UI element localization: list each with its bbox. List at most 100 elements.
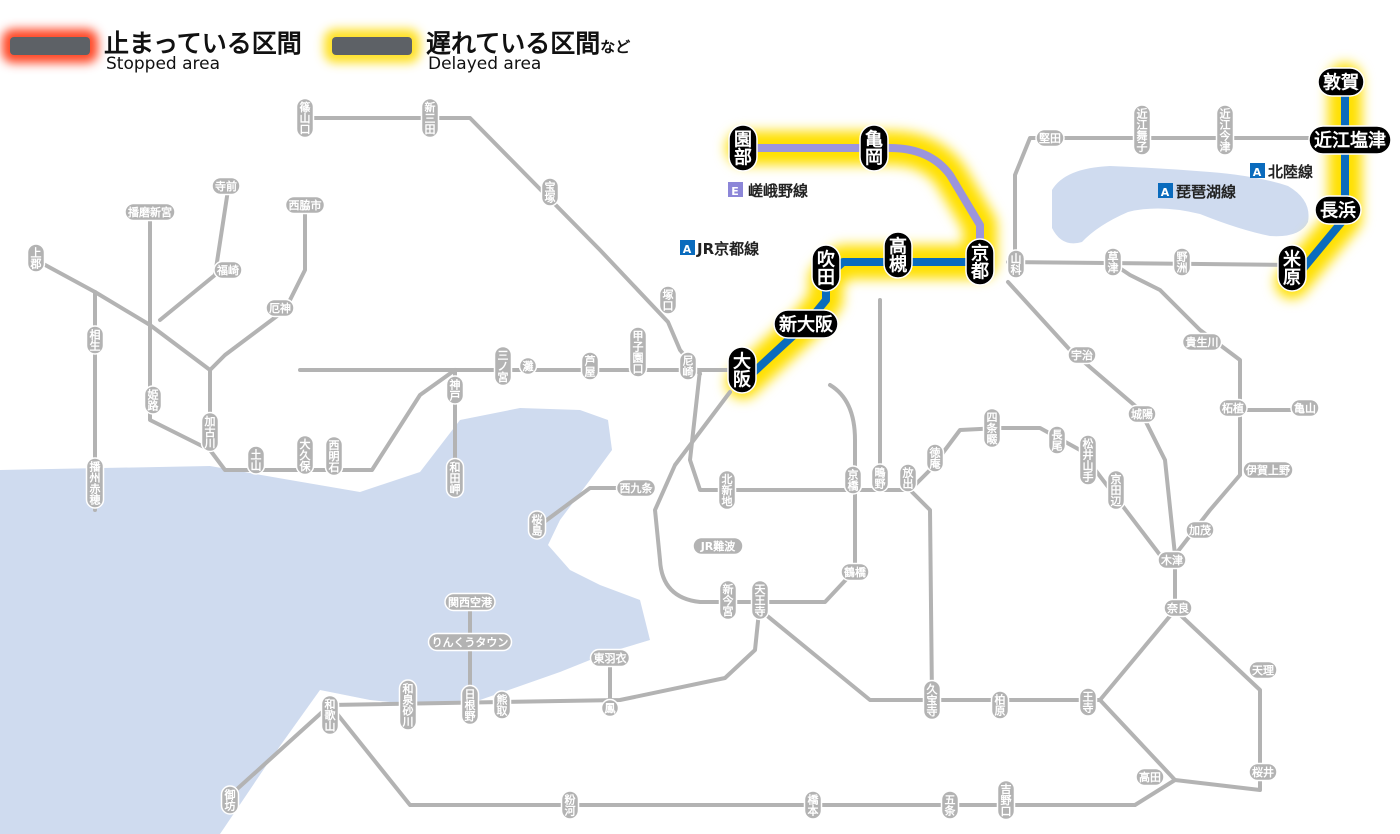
svg-text:屋: 屋 xyxy=(585,365,596,378)
svg-text:保: 保 xyxy=(299,459,312,473)
station-sonobe: 園部 xyxy=(728,124,758,172)
stopped-swatch xyxy=(10,37,90,55)
svg-text:山: 山 xyxy=(325,719,336,733)
station-aioi: 相生 xyxy=(85,325,105,355)
svg-text:東羽衣: 東羽衣 xyxy=(594,651,628,665)
svg-text:宝: 宝 xyxy=(927,693,938,707)
svg-text:天理: 天理 xyxy=(1252,664,1274,677)
legend-stopped-label-ja: 止まっている区間 xyxy=(104,29,302,58)
line-label-kyoto: A JR京都線 xyxy=(680,240,759,258)
svg-text:新: 新 xyxy=(723,582,734,596)
svg-text:長浜: 長浜 xyxy=(1320,200,1356,221)
svg-text:御: 御 xyxy=(224,787,236,801)
station-tokuan: 徳庵 xyxy=(925,443,945,473)
svg-text:米: 米 xyxy=(1283,248,1302,270)
station-gobo: 御坊 xyxy=(220,785,240,815)
station-teramae: 寺前 xyxy=(211,176,241,196)
svg-text:柏: 柏 xyxy=(995,692,1006,706)
svg-text:津: 津 xyxy=(1220,139,1231,153)
svg-text:田: 田 xyxy=(425,123,436,136)
delayed-swatch xyxy=(332,37,412,55)
svg-text:西: 西 xyxy=(329,439,340,452)
station-shinsanda: 新三田 xyxy=(420,97,440,139)
svg-text:寺: 寺 xyxy=(927,704,938,718)
station-nada: 灘 xyxy=(518,356,538,376)
svg-text:伊賀上野: 伊賀上野 xyxy=(1245,463,1290,477)
gray-lines xyxy=(34,116,1322,807)
svg-text:今: 今 xyxy=(1219,128,1232,142)
svg-text:口: 口 xyxy=(633,362,644,375)
svg-text:京: 京 xyxy=(971,242,989,264)
station-takada: 高田 xyxy=(1135,767,1165,787)
svg-text:吹: 吹 xyxy=(817,248,836,270)
svg-text:岬: 岬 xyxy=(450,482,461,496)
svg-text:川: 川 xyxy=(204,437,216,450)
station-nagahama: 長浜 xyxy=(1314,195,1362,225)
svg-text:北: 北 xyxy=(722,472,733,486)
line-label-hokuriku: A 北陸線 xyxy=(1250,163,1313,181)
svg-text:草: 草 xyxy=(1108,249,1119,263)
svg-text:三: 三 xyxy=(425,112,436,125)
svg-text:都: 都 xyxy=(970,261,989,282)
svg-text:戸: 戸 xyxy=(450,389,461,402)
svg-text:舞: 舞 xyxy=(1137,128,1148,142)
svg-text:橋: 橋 xyxy=(848,478,860,492)
svg-text:五: 五 xyxy=(945,793,956,806)
svg-text:郡: 郡 xyxy=(30,257,42,270)
svg-text:田: 田 xyxy=(450,472,461,485)
svg-text:近: 近 xyxy=(1220,106,1231,120)
svg-text:石: 石 xyxy=(328,461,340,474)
svg-text:野: 野 xyxy=(465,710,476,723)
svg-text:原: 原 xyxy=(1283,267,1301,288)
svg-text:桜井: 桜井 xyxy=(1252,765,1274,779)
station-harimashingu: 播磨新宮 xyxy=(124,202,176,222)
svg-text:新大阪: 新大阪 xyxy=(779,313,834,335)
svg-text:鴫: 鴫 xyxy=(875,465,886,479)
svg-text:王: 王 xyxy=(755,594,766,607)
station-kamo: 加茂 xyxy=(1185,520,1215,540)
water-layer xyxy=(0,166,1309,834)
station-maibara: 米原 xyxy=(1277,244,1307,292)
svg-text:亀山: 亀山 xyxy=(1294,401,1316,415)
station-yakujin: 厄神 xyxy=(265,298,295,318)
svg-text:播磨新宮: 播磨新宮 xyxy=(128,205,172,219)
legend-delayed-label-en: Delayed area xyxy=(428,54,542,74)
svg-text:阪: 阪 xyxy=(733,368,752,390)
svg-text:放: 放 xyxy=(902,465,915,479)
station-kansaiairport: 関西空港 xyxy=(444,592,496,612)
svg-text:宮: 宮 xyxy=(723,604,734,618)
svg-text:木津: 木津 xyxy=(1160,553,1183,567)
station-takatsuki: 高槻 xyxy=(883,231,913,279)
svg-text:山: 山 xyxy=(1011,251,1022,265)
svg-text:園: 園 xyxy=(633,351,644,364)
svg-text:寺前: 寺前 xyxy=(215,179,237,193)
station-kizu: 木津 xyxy=(1157,550,1187,570)
station-nishiwakishi: 西脇市 xyxy=(284,195,326,215)
svg-text:穂: 穂 xyxy=(90,492,101,506)
svg-text:砂: 砂 xyxy=(403,703,414,717)
svg-text:城陽: 城陽 xyxy=(1131,407,1153,421)
svg-text:橋: 橋 xyxy=(808,792,820,806)
station-tenri: 天理 xyxy=(1248,660,1278,680)
station-sakurai: 桜井 xyxy=(1248,762,1278,782)
svg-text:島: 島 xyxy=(532,523,543,537)
svg-text:洲: 洲 xyxy=(1177,261,1188,274)
svg-text:近江塩津: 近江塩津 xyxy=(1314,129,1386,151)
station-yamashina: 山科 xyxy=(1006,249,1026,279)
svg-text:山: 山 xyxy=(251,458,262,472)
svg-text:柘植: 柘植 xyxy=(1221,401,1244,415)
svg-text:JR難波: JR難波 xyxy=(700,539,737,553)
station-tsuge: 柘植 xyxy=(1218,398,1248,418)
svg-text:江: 江 xyxy=(1220,117,1231,131)
svg-text:JR京都線: JR京都線 xyxy=(696,240,759,258)
svg-text:日: 日 xyxy=(465,688,476,701)
station-shinimamiya: 新今宮 xyxy=(718,579,738,621)
svg-text:松: 松 xyxy=(1083,436,1094,450)
svg-text:堅田: 堅田 xyxy=(1039,132,1061,145)
svg-text:和: 和 xyxy=(403,681,414,695)
station-omishiotsu: 近江塩津 xyxy=(1308,125,1392,155)
svg-text:りんくうタウン: りんくうタウン xyxy=(432,636,509,649)
legend-delayed-label-main: 遅れている区間 xyxy=(426,29,601,58)
